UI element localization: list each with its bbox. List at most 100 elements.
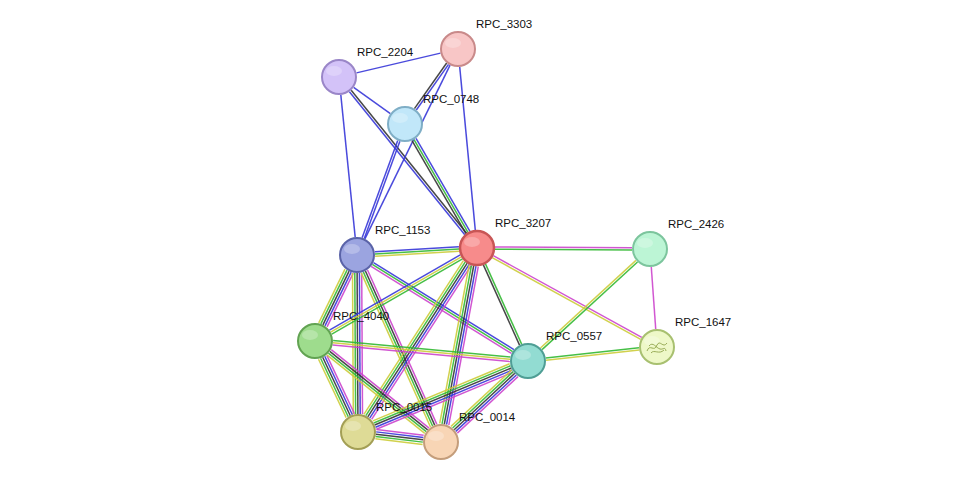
evidence-line <box>542 262 637 350</box>
node-circle <box>640 330 674 364</box>
protein-label: RPC_0014 <box>459 411 515 424</box>
protein-label: RPC_1647 <box>675 316 731 329</box>
interaction-edge <box>651 267 655 329</box>
protein-node: RPC_1647 <box>639 329 675 365</box>
node-circle <box>340 414 376 450</box>
evidence-line <box>483 265 519 345</box>
interaction-edge <box>483 264 521 345</box>
protein-label: RPC_0748 <box>423 93 479 106</box>
protein-node: RPC_0015 <box>340 414 376 450</box>
node-circle <box>340 238 374 272</box>
node-highlight <box>515 350 531 360</box>
evidence-line <box>412 141 466 234</box>
node-circle <box>388 107 422 141</box>
evidence-line <box>449 267 478 426</box>
evidence-line <box>328 353 426 431</box>
evidence-line <box>540 260 635 348</box>
interaction-edge <box>540 260 637 349</box>
evidence-line <box>414 140 468 233</box>
node-circle <box>459 230 495 266</box>
interaction-edge <box>546 348 639 360</box>
interaction-edge <box>333 340 511 361</box>
node-circle <box>322 60 356 94</box>
structure-thumbnail <box>647 343 667 353</box>
node-circle <box>424 425 458 459</box>
interaction-edge <box>365 65 450 239</box>
evidence-line <box>331 350 429 428</box>
protein-node: RPC_3207 <box>459 230 495 266</box>
evidence-line <box>349 92 464 235</box>
protein-label: RPC_1153 <box>375 224 430 237</box>
evidence-line <box>354 273 356 414</box>
node-circle <box>633 232 667 266</box>
node-highlight <box>392 113 408 123</box>
protein-label: RPC_4040 <box>333 310 389 323</box>
node-circle <box>460 231 494 265</box>
evidence-line <box>341 95 355 237</box>
protein-node: RPC_2204 <box>321 59 357 95</box>
evidence-line <box>454 373 515 429</box>
node-circle <box>510 343 546 379</box>
protein-label: RPC_2426 <box>668 218 724 231</box>
interaction-edge <box>349 90 466 234</box>
protein-label: RPC_2204 <box>357 46 413 59</box>
evidence-line <box>495 249 632 251</box>
evidence-line <box>485 264 521 344</box>
node-circle <box>441 32 475 66</box>
interaction-edge <box>451 370 518 433</box>
interaction-edge <box>375 247 459 256</box>
protein-node: RPC_1153 <box>339 237 375 273</box>
protein-label: RPC_3207 <box>495 217 551 230</box>
evidence-line <box>333 345 510 362</box>
evidence-line <box>495 246 632 248</box>
interaction-edge <box>341 95 355 237</box>
node-circle <box>321 59 357 95</box>
protein-label: RPC_0557 <box>546 330 602 343</box>
node-circle <box>423 424 459 460</box>
evidence-line <box>416 138 470 231</box>
node-circle <box>341 415 375 449</box>
node-highlight <box>344 244 360 254</box>
node-circle <box>632 231 668 267</box>
node-highlight <box>302 330 318 340</box>
node-circle <box>440 31 476 67</box>
evidence-line <box>333 343 510 360</box>
evidence-line <box>323 357 351 415</box>
protein-label: RPC_3303 <box>476 18 532 31</box>
evidence-line <box>546 348 639 358</box>
protein-node: RPC_0014 <box>423 424 459 460</box>
node-circle <box>387 106 423 142</box>
node-highlight <box>345 421 361 431</box>
node-circle <box>297 323 333 359</box>
evidence-line <box>374 263 514 350</box>
interaction-edge <box>412 138 470 233</box>
evidence-line <box>447 266 476 425</box>
evidence-line <box>493 256 641 338</box>
node-highlight <box>326 66 342 76</box>
evidence-line <box>456 375 517 431</box>
evidence-line <box>351 90 466 233</box>
evidence-line <box>364 141 400 238</box>
node-highlight <box>428 431 444 441</box>
interaction-edge <box>362 141 400 239</box>
interaction-edge <box>371 263 514 354</box>
node-circle <box>298 324 332 358</box>
protein-label: RPC_0015 <box>376 401 432 414</box>
evidence-line <box>460 67 476 230</box>
node-circle <box>639 329 675 365</box>
node-highlight <box>445 38 461 48</box>
evidence-line <box>375 439 422 445</box>
evidence-line <box>457 377 518 433</box>
node-circle <box>511 344 545 378</box>
protein-node: RPC_0748 <box>387 106 423 142</box>
evidence-line <box>546 350 639 360</box>
protein-node: RPC_4040 <box>297 323 333 359</box>
evidence-line <box>651 267 655 329</box>
evidence-line <box>333 340 510 357</box>
evidence-line <box>352 273 354 414</box>
evidence-line <box>362 141 398 238</box>
evidence-line <box>365 65 450 239</box>
interaction-edge <box>495 247 632 250</box>
node-highlight <box>637 238 653 248</box>
